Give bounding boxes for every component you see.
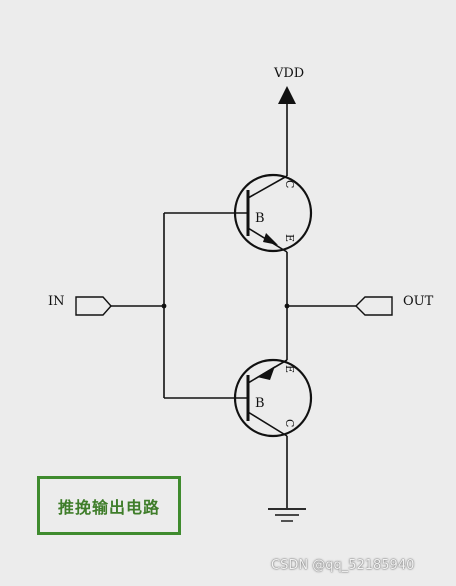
top-collector-label: C [283, 180, 296, 188]
output-junction-dot [284, 303, 290, 309]
top-emitter-arrow-icon [263, 233, 278, 245]
input-port [75, 296, 112, 316]
caption-box: 推挽输出电路 [37, 476, 181, 535]
bottom-emitter-label: E [283, 365, 296, 373]
vdd-label: VDD [273, 66, 304, 81]
bottom-collector-label: C [283, 419, 296, 427]
top-emitter-label: E [283, 234, 296, 242]
bottom-emitter-arrow-icon [257, 366, 275, 380]
top-collector-lead [247, 175, 288, 199]
input-label: IN [48, 294, 65, 309]
output-port [355, 296, 393, 316]
top-base-label: B [255, 211, 265, 226]
bottom-base-label: B [255, 396, 265, 411]
watermark: CSDN @qq_52185940 [271, 558, 415, 573]
bottom-collector-lead [247, 411, 288, 437]
caption-text: 推挽输出电路 [57, 497, 160, 517]
vdd-arrow-icon [278, 86, 296, 104]
input-junction-dot [161, 303, 167, 309]
output-label: OUT [403, 294, 434, 309]
